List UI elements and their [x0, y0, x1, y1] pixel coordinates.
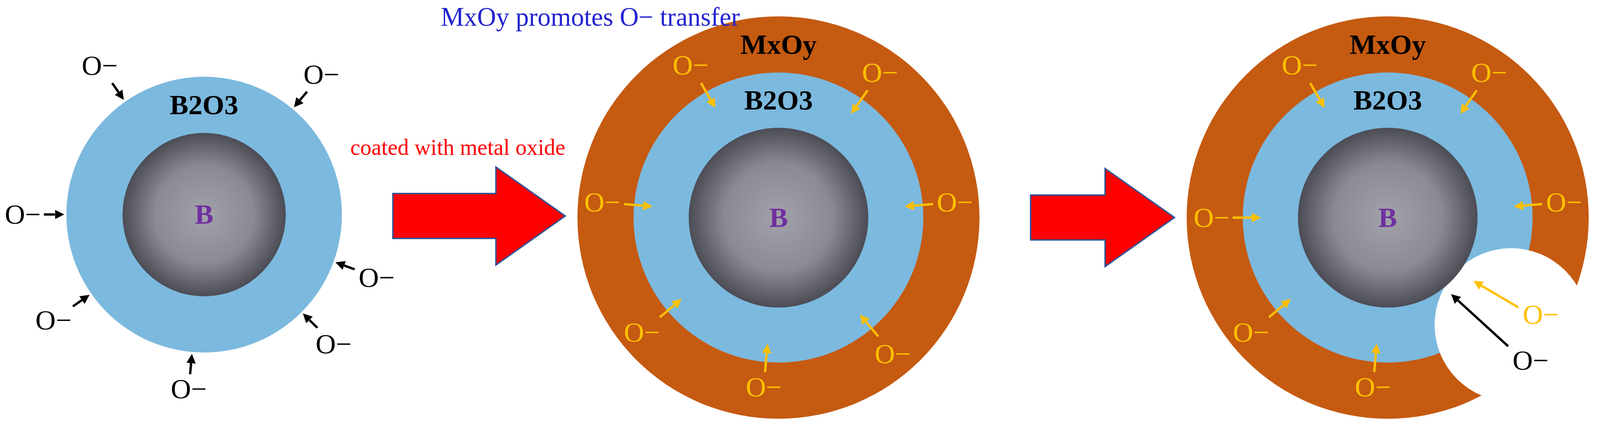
- ion-arrow: [1523, 203, 1543, 206]
- oxide-shell: B2O3B: [1242, 72, 1533, 363]
- oxygen-ion-label: O−: [1512, 345, 1549, 375]
- ion-arrow: [659, 304, 675, 318]
- oxygen-ion-label: O−: [1470, 58, 1507, 87]
- ion-arrow: [309, 319, 318, 328]
- oxygen-ion-label: O−: [1232, 317, 1269, 346]
- oxygen-ion-label: O−: [1354, 372, 1391, 401]
- ion-arrow: [1268, 304, 1284, 318]
- oxygen-ion-label: O−: [936, 187, 973, 217]
- oxygen-ion-label: O−: [358, 263, 395, 292]
- oxygen-ion-label: O−: [1522, 300, 1559, 329]
- ion-arrow: [300, 91, 308, 101]
- ion-arrow: [914, 203, 934, 206]
- ion-arrow: [1481, 285, 1519, 308]
- ion-arrow: [865, 321, 879, 337]
- metal-oxide-shell: MxOyB2O3B: [577, 16, 980, 419]
- edge-label: coated with metal oxide: [350, 136, 566, 159]
- oxygen-ion-label: O−: [35, 305, 72, 334]
- oxide-shell: B2O3B: [66, 76, 342, 353]
- oxygen-ion-label: O−: [874, 339, 911, 368]
- shell-label: B2O3: [169, 90, 239, 119]
- ion-arrow: [344, 265, 355, 269]
- shell-label: B2O3: [1353, 86, 1423, 115]
- ion-arrow: [1374, 352, 1377, 372]
- circle-fill: [66, 76, 342, 353]
- oxygen-ion-label: O−: [672, 50, 709, 80]
- oxygen-ion-label: O−: [623, 317, 660, 346]
- ion-arrow: [700, 83, 711, 101]
- oxygen-ion-label: O−: [745, 372, 782, 401]
- ion-arrow: [43, 213, 56, 216]
- oxygen-ion-label: O−: [315, 329, 352, 358]
- oxygen-ion-label: O−: [1193, 203, 1230, 232]
- circle-fill: [1297, 127, 1478, 308]
- ion-arrow: [624, 203, 644, 206]
- oxygen-ion-label: O−: [584, 187, 621, 217]
- circle-fill: [688, 127, 869, 308]
- ion-arrow: [764, 352, 767, 372]
- boron-core: B: [688, 127, 869, 308]
- boron-core: B: [122, 132, 286, 296]
- diagram-title: MxOy promotes O− transfer: [440, 3, 741, 30]
- core-label: B: [769, 203, 788, 232]
- oxygen-ion-label: O−: [861, 58, 898, 87]
- ion-arrow: [1232, 216, 1252, 219]
- ion-arrow: [1457, 300, 1508, 346]
- oxygen-ion-label: O−: [303, 60, 340, 89]
- ion-arrow: [72, 299, 82, 307]
- ion-arrow: [856, 90, 868, 107]
- oxygen-ion-label: O−: [4, 200, 41, 229]
- ion-arrow: [112, 83, 119, 93]
- ion-arrow: [190, 362, 192, 375]
- circle-fill: [1186, 16, 1589, 419]
- circle-fill: [633, 72, 924, 363]
- shell-label: MxOy: [740, 30, 817, 59]
- oxygen-ion-label: O−: [1545, 187, 1582, 217]
- block-arrow: [1030, 168, 1175, 267]
- core-label: B: [1378, 203, 1398, 232]
- ion-arrow: [1465, 90, 1478, 107]
- boron-core: B: [1297, 127, 1478, 308]
- circle-fill: [122, 132, 286, 296]
- oxygen-ion-label: O−: [81, 51, 118, 80]
- oxygen-ion-label: O−: [1281, 50, 1318, 80]
- circle-fill: [577, 16, 980, 419]
- ion-arrow: [1310, 83, 1320, 101]
- block-arrow: [392, 166, 566, 266]
- core-label: B: [194, 200, 214, 229]
- shell-label: B2O3: [744, 86, 814, 115]
- oxygen-ion-label: O−: [170, 374, 207, 403]
- oxide-shell: B2O3B: [633, 72, 924, 363]
- shell-label: MxOy: [1349, 30, 1426, 59]
